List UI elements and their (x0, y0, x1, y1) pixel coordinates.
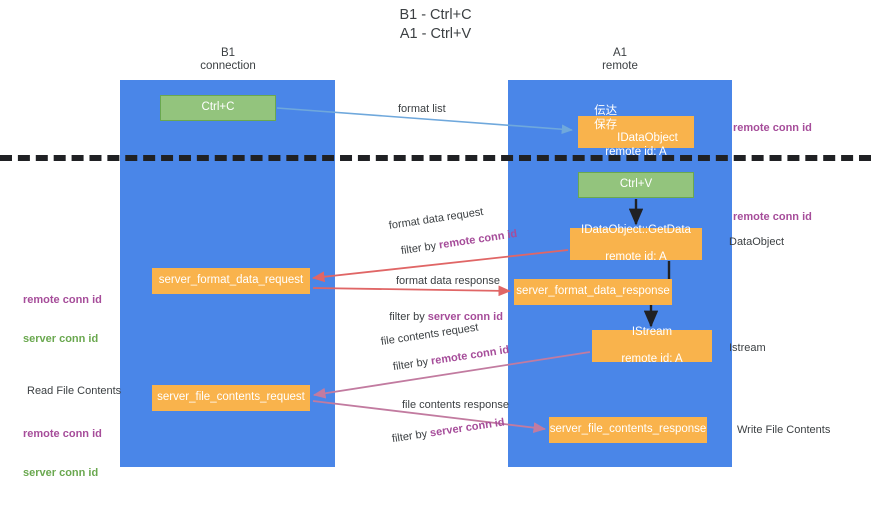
filter-by-prefix-4: filter by (391, 427, 432, 446)
arrow-file-contents-request (312, 351, 591, 399)
node-idataobject-getdata[interactable]: IDataObject::GetData remote id: A (570, 224, 702, 263)
node-istream[interactable]: IStream remote id: A (592, 326, 712, 365)
arrow-format-data-request (311, 249, 569, 283)
divider-dashed (0, 155, 871, 161)
label-left-conn-ids-bottom: remote conn id server conn id (23, 402, 102, 506)
filter-value-2: server conn id (427, 311, 503, 323)
arrow-format-data-response (312, 285, 512, 297)
node-server-file-contents-request[interactable]: server_file_contents_request (152, 385, 310, 411)
filter-value-1: remote conn id (438, 227, 518, 252)
node-save-idataobject-overlap: 保存 伝达 (594, 105, 617, 146)
lane-header-a1: A1 remote (602, 47, 638, 72)
node-getdata-subtitle: remote id: A (605, 250, 667, 263)
node-getdata-title: IDataObject::GetData (581, 223, 691, 236)
filter-by-prefix-2: filter by (389, 311, 428, 323)
diagram-canvas: B1 - Ctrl+C A1 - Ctrl+V B1 connection A1… (0, 7, 871, 479)
label-filter-server-conn-id-fdresp: filter by server conn id (377, 298, 503, 337)
node-server-format-data-response[interactable]: server_format_data_response (514, 279, 672, 305)
label-left-conn-ids-mid: remote conn id server conn id (23, 268, 102, 372)
label-read-file-contents: Read File Contents (27, 385, 122, 397)
label-write-file-contents: Write File Contents (737, 424, 831, 436)
node-istream-subtitle: remote id: A (621, 352, 683, 365)
overlay-text-b: 伝达 (594, 105, 618, 117)
label-server-conn-id-left-bottom: server conn id (23, 467, 99, 479)
node-save-idataobject-tail: IDataObject (617, 132, 678, 144)
filter-value-3: remote conn id (430, 343, 510, 368)
node-ctrl-c[interactable]: Ctrl+C (160, 95, 276, 121)
label-remote-conn-id-left-bottom: remote conn id (23, 428, 102, 440)
arrow-file-contents-response (312, 400, 547, 433)
filter-by-prefix-1: filter by (400, 239, 441, 258)
label-remote-conn-id-top: remote conn id (733, 122, 812, 134)
label-format-data-response: format data response (396, 275, 500, 287)
node-istream-title: IStream (631, 325, 673, 338)
lane-header-b1: B1 connection (200, 47, 256, 72)
node-save-idataobject[interactable]: 保存 伝达 IDataObject remote id: A (578, 105, 694, 158)
label-format-list: format list (398, 103, 446, 115)
node-server-file-contents-response[interactable]: server_file_contents_response (549, 417, 707, 443)
arrow-format-list (276, 107, 573, 135)
label-server-conn-id-left-mid: server conn id (23, 333, 99, 345)
label-remote-conn-id-mid: remote conn id (733, 211, 812, 223)
label-file-contents-response: file contents response (402, 399, 510, 411)
label-remote-conn-id-left-mid: remote conn id (23, 294, 102, 306)
label-istream-right: Istream (729, 342, 766, 354)
overlay-text-a: 保存 (594, 118, 618, 131)
filter-by-prefix-3: filter by (392, 355, 433, 374)
node-ctrl-v[interactable]: Ctrl+V (578, 172, 694, 198)
filter-value-4: server conn id (429, 416, 506, 440)
node-server-format-data-request[interactable]: server_format_data_request (152, 268, 310, 294)
diagram-title: B1 - Ctrl+C A1 - Ctrl+V (399, 7, 472, 42)
node-save-idataobject-subtitle: remote id: A (605, 145, 667, 158)
label-dataobject: DataObject (729, 236, 785, 248)
